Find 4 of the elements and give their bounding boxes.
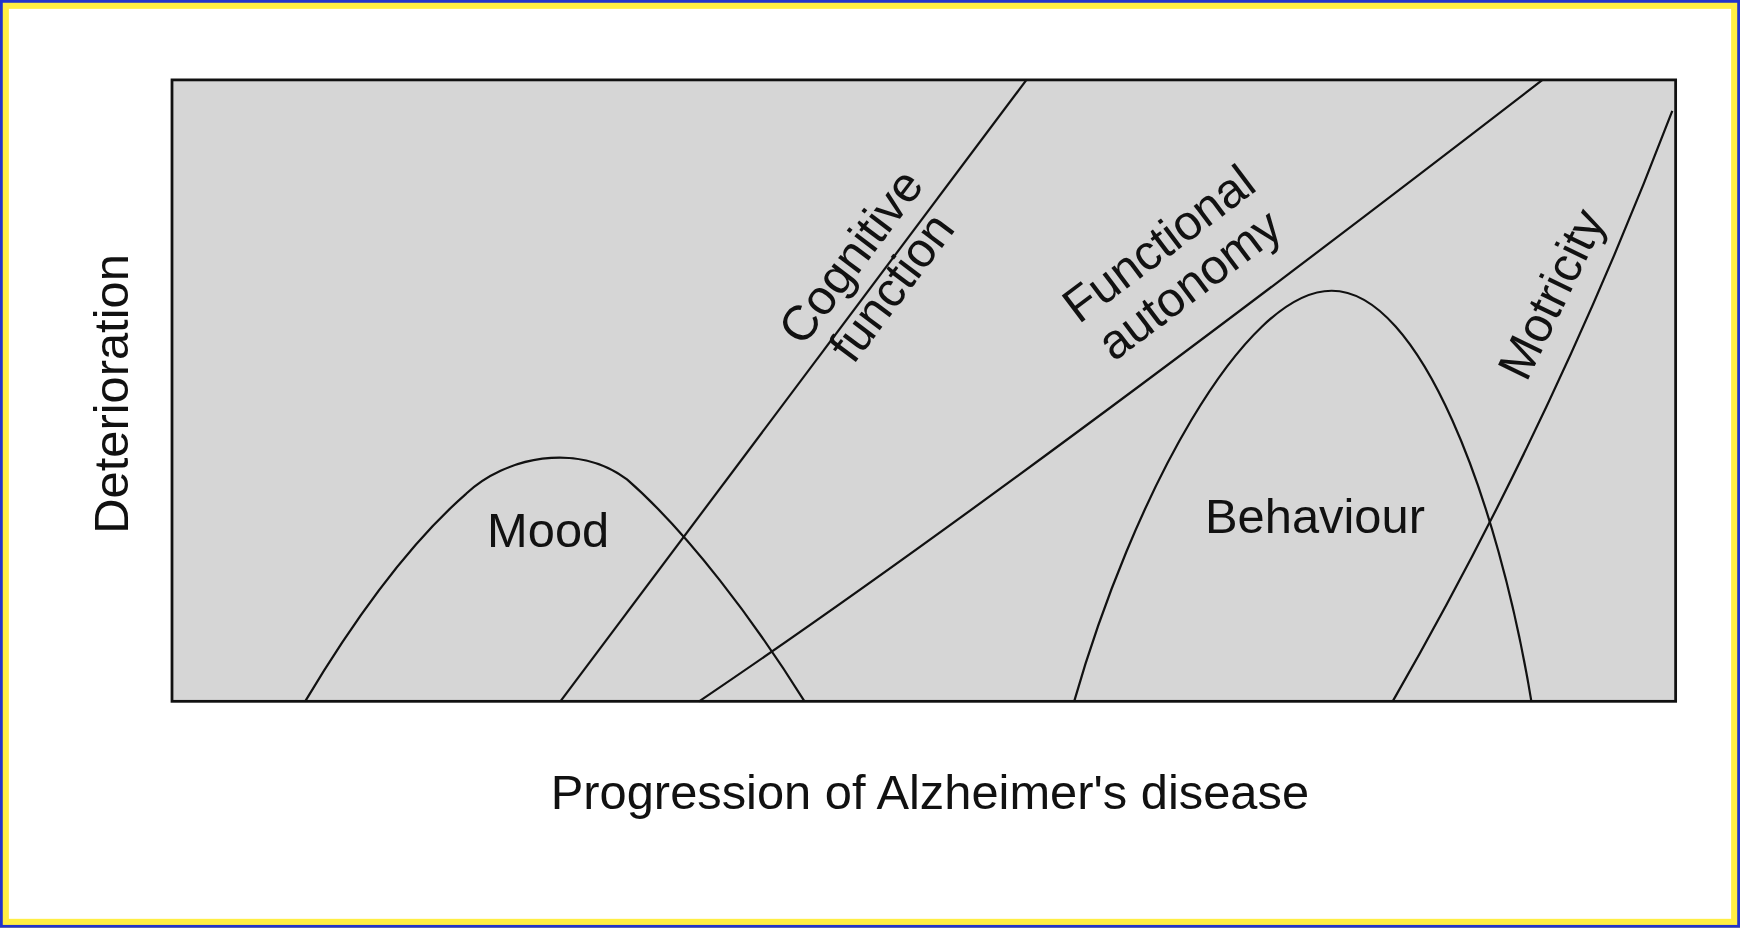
axis-label: Progression of Alzheimer's disease <box>549 766 1311 818</box>
curve-label: Mood <box>486 504 611 556</box>
curve-label: Behaviour <box>1204 490 1426 542</box>
axis-label: Deterioration <box>85 253 137 536</box>
